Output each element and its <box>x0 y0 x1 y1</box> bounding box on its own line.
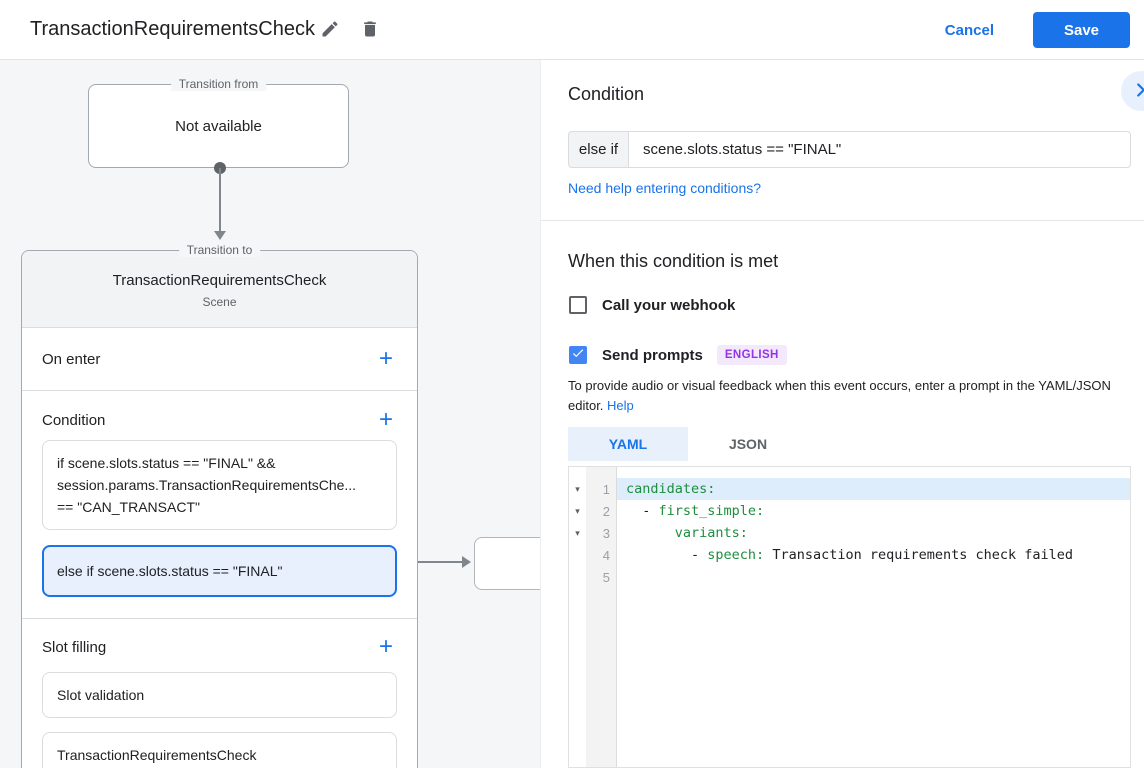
code-line: ▾ 3 variants: <box>569 522 1130 544</box>
connector-arrowhead-icon <box>214 231 226 240</box>
code-text[interactable]: - first_simple: <box>626 503 765 519</box>
transition-from-content: Not available <box>175 117 262 135</box>
slot-card-label: Slot validation <box>57 687 145 703</box>
send-prompts-checkbox[interactable] <box>569 346 587 364</box>
line-number: 2 <box>602 503 610 519</box>
add-on-enter-button[interactable]: + <box>373 346 399 372</box>
condition-expression-group: else if <box>568 131 1131 168</box>
tab-yaml[interactable]: YAML <box>568 427 688 461</box>
tab-json[interactable]: JSON <box>688 427 808 461</box>
slot-filling-section: Slot filling + Slot validation Transacti… <box>22 619 417 768</box>
page-title: TransactionRequirementsCheck <box>30 18 315 40</box>
slot-card[interactable]: Slot validation <box>42 672 397 718</box>
help-link[interactable]: Help <box>607 398 634 413</box>
code-text[interactable] <box>617 566 1130 588</box>
add-slot-button[interactable]: + <box>373 634 399 660</box>
condition-connector-arrowhead-icon <box>462 556 471 568</box>
connector-line <box>219 168 221 232</box>
line-number: 4 <box>602 547 610 563</box>
edit-scene-button[interactable] <box>316 16 344 44</box>
add-condition-button[interactable]: + <box>373 407 399 433</box>
scene-type-label: Scene <box>202 295 237 309</box>
code-line: ▾ 2 - first_simple: <box>569 500 1130 522</box>
trash-icon <box>360 19 380 42</box>
code-text[interactable]: - speech: Transaction requirements check… <box>626 547 1074 563</box>
slot-filling-label: Slot filling <box>42 638 107 656</box>
condition-connector-line <box>402 561 462 563</box>
condition-expression-input[interactable] <box>628 131 1131 168</box>
condition-section: Condition + if scene.slots.status == "FI… <box>22 391 417 619</box>
transition-to-box: Transition to TransactionRequirementsChe… <box>21 243 418 768</box>
editor-content: ▾ 1 candidates: ▾ 2 - first_simple: ▾ 3 varian… <box>569 467 1130 588</box>
condition-card[interactable]: if scene.slots.status == "FINAL" && sess… <box>42 440 397 530</box>
call-webhook-label: Call your webhook <box>602 296 736 314</box>
scene-diagram-pane: Transition from Not available Transition… <box>0 60 540 768</box>
condition-card-line: if scene.slots.status == "FINAL" && <box>57 455 276 471</box>
when-met-heading: When this condition is met <box>568 251 779 271</box>
code-line: 5 <box>569 566 1130 588</box>
condition-prefix-label: else if <box>568 131 628 168</box>
editor-tabs: YAML JSON <box>568 427 808 461</box>
condition-section-label: Condition <box>42 411 106 429</box>
scene-card-header[interactable]: TransactionRequirementsCheck Scene <box>22 251 417 328</box>
condition-editor-panel: Condition else if Need help entering con… <box>540 60 1144 768</box>
yaml-code-editor[interactable]: ▾ 1 candidates: ▾ 2 - first_simple: ▾ 3 varian… <box>568 466 1131 768</box>
condition-help-link[interactable]: Need help entering conditions? <box>568 180 762 196</box>
scene-name: TransactionRequirementsCheck <box>112 272 327 289</box>
fold-arrow-icon[interactable]: ▾ <box>575 527 580 538</box>
transition-to-legend: Transition to <box>178 243 261 257</box>
prompts-row: Send prompts ENGLISH <box>569 345 787 365</box>
save-button[interactable]: Save <box>1033 12 1130 48</box>
slot-card[interactable]: TransactionRequirementsCheck <box>42 732 397 768</box>
description-text: To provide audio or visual feedback when… <box>568 378 1111 413</box>
code-line: ▾ 1 candidates: <box>569 478 1130 500</box>
line-number: 5 <box>602 569 610 585</box>
line-number: 1 <box>602 481 610 497</box>
code-line: 4 - speech: Transaction requirements che… <box>569 544 1130 566</box>
slot-card-label: TransactionRequirementsCheck <box>57 747 257 763</box>
checkmark-icon <box>571 346 585 365</box>
transition-target-node[interactable] <box>474 537 540 590</box>
fold-arrow-icon[interactable]: ▾ <box>575 483 580 494</box>
call-webhook-checkbox[interactable] <box>569 296 587 314</box>
condition-card-selected[interactable]: else if scene.slots.status == "FINAL" <box>42 545 397 597</box>
top-bar: TransactionRequirementsCheck Cancel Save <box>0 0 1144 60</box>
code-text[interactable]: variants: <box>674 525 748 541</box>
panel-divider <box>541 220 1144 221</box>
language-badge: ENGLISH <box>716 345 787 365</box>
code-text[interactable]: candidates: <box>617 478 1130 500</box>
prompts-description: To provide audio or visual feedback when… <box>568 376 1134 416</box>
webhook-row: Call your webhook <box>569 296 735 314</box>
fold-arrow-icon[interactable]: ▾ <box>575 505 580 516</box>
condition-card-line: == "CAN_TRANSACT" <box>57 499 200 515</box>
transition-from-box[interactable]: Transition from Not available <box>88 77 349 168</box>
cancel-button[interactable]: Cancel <box>929 12 1010 48</box>
condition-card-line: session.params.TransactionRequirementsCh… <box>57 477 357 493</box>
on-enter-row: On enter + <box>22 328 417 391</box>
transition-from-legend: Transition from <box>170 77 267 91</box>
send-prompts-label: Send prompts <box>602 346 703 364</box>
line-number: 3 <box>602 525 610 541</box>
chevron-right-icon <box>1130 79 1144 104</box>
editor-gutter <box>586 467 617 767</box>
condition-card-line: else if scene.slots.status == "FINAL" <box>57 563 283 579</box>
delete-scene-button[interactable] <box>356 16 384 44</box>
panel-title: Condition <box>568 84 645 104</box>
on-enter-label: On enter <box>42 350 101 368</box>
pencil-icon <box>320 19 340 42</box>
collapse-panel-button[interactable] <box>1121 71 1144 111</box>
